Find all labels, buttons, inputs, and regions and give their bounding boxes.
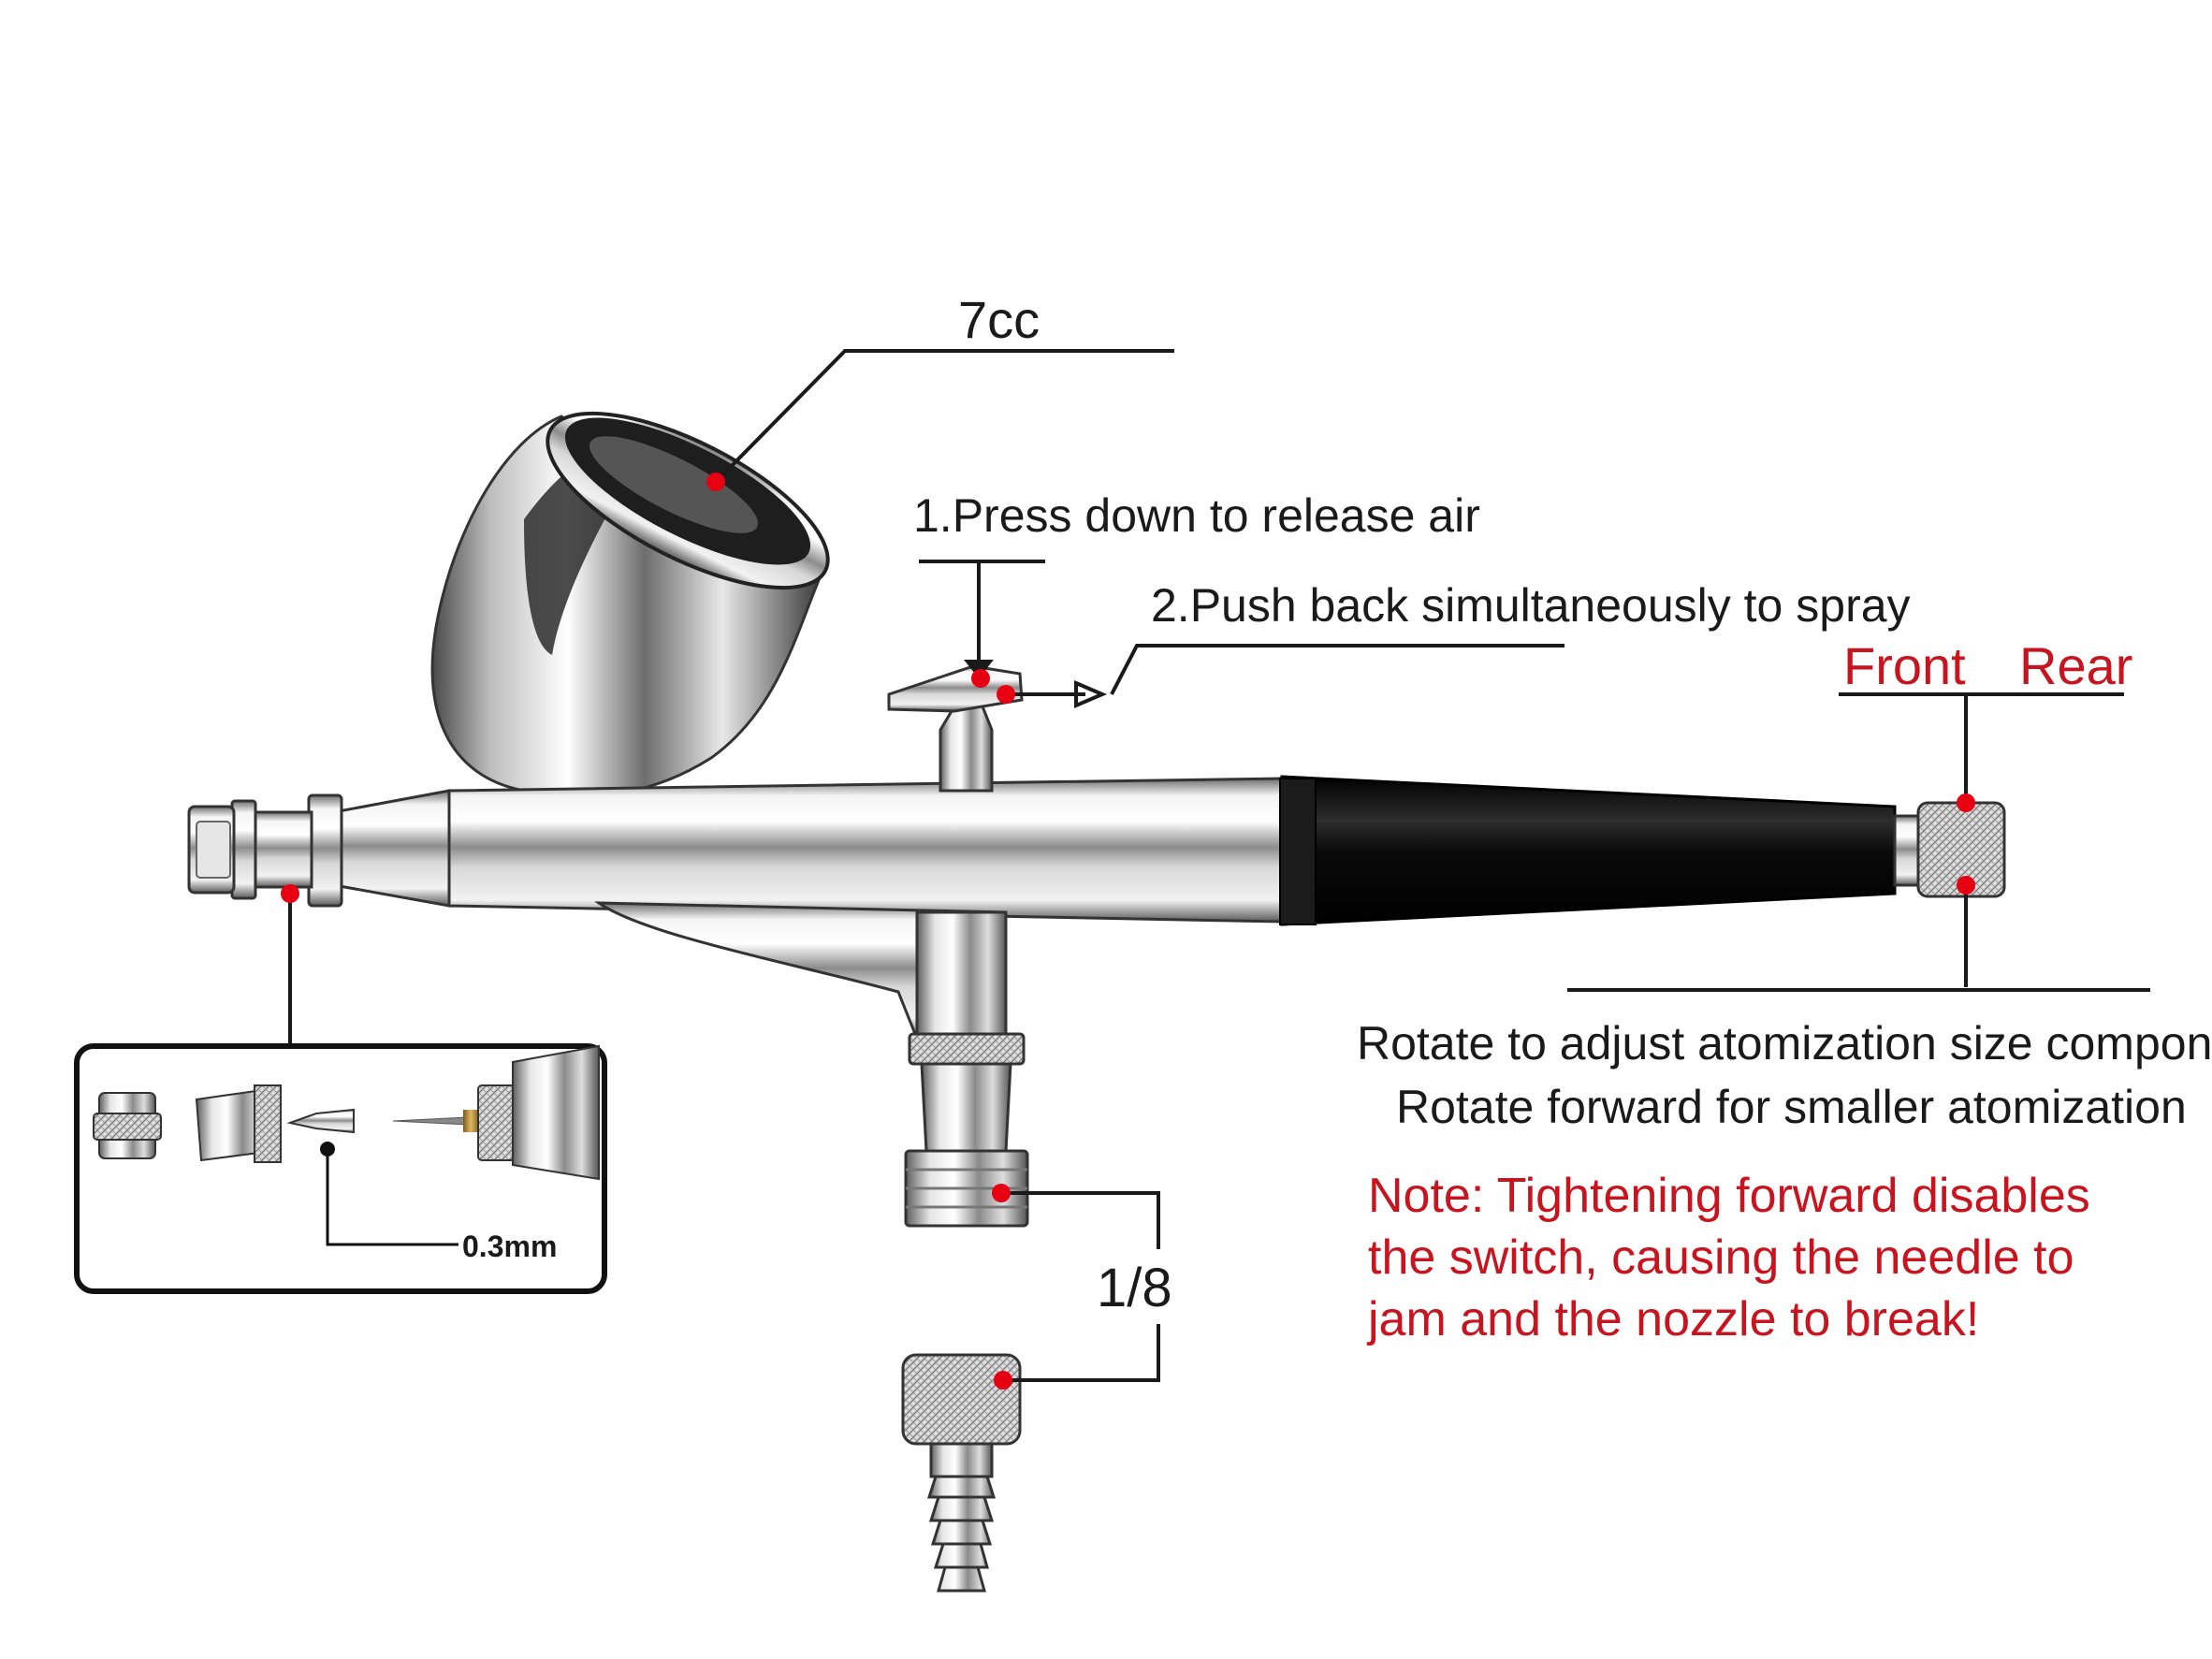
- cup-capacity-label: 7cc: [958, 290, 1041, 349]
- note-line-1: Note: Tightening forward disables: [1368, 1169, 2090, 1223]
- arrow-right-icon: [1074, 679, 1108, 709]
- airbrush-body: [187, 777, 1284, 924]
- needle-part: [392, 1110, 478, 1132]
- warning-note: Note: Tightening forward disables the sw…: [1368, 1165, 2090, 1350]
- nozzle-size-label: 0.3mm: [462, 1230, 558, 1263]
- rotate-adjust-label: Rotate to adjust atomization size compon…: [1357, 1017, 2212, 1070]
- trigger-press-dot: [971, 669, 990, 688]
- rear-adjustment-knob: [1893, 801, 2006, 898]
- body-end-part: [477, 1044, 600, 1181]
- nozzle-tip-part: [286, 1108, 355, 1134]
- air-inlet-dot: [992, 1184, 1011, 1202]
- front-label: Front: [1843, 636, 1966, 695]
- arrow-down-icon: [964, 660, 994, 678]
- nozzle-parts-inset: [74, 1043, 607, 1294]
- trigger: [887, 664, 1024, 793]
- nozzle-cap-part: [93, 1092, 162, 1159]
- nozzle-size-marker: [320, 1142, 335, 1157]
- note-line-3: jam and the nozzle to break!: [1368, 1292, 1980, 1346]
- rotate-forward-label: Rotate forward for smaller atomization: [1396, 1081, 2187, 1133]
- nozzle-dot: [281, 884, 299, 903]
- black-handle: [1279, 775, 1897, 926]
- paint-cup: [430, 411, 830, 797]
- thread-size-label: 1/8: [1097, 1258, 1172, 1318]
- callout-dots: [281, 473, 1975, 1390]
- air-valve-housing: [594, 901, 1029, 1228]
- step1-label: 1.Press down to release air: [913, 489, 1480, 542]
- knob-front-dot: [1957, 793, 1975, 812]
- trigger-push-dot: [997, 685, 1015, 704]
- cup-dot: [706, 473, 725, 491]
- knob-rear-dot: [1957, 876, 1975, 895]
- hose-fitting-dot: [994, 1371, 1012, 1390]
- step2-label: 2.Push back simultaneously to spray: [1151, 579, 1911, 632]
- nozzle-nut-part: [195, 1084, 282, 1163]
- hose-fitting: [901, 1353, 1022, 1593]
- rear-label: Rear: [2019, 636, 2133, 695]
- note-line-2: the switch, causing the needle to: [1368, 1230, 2074, 1285]
